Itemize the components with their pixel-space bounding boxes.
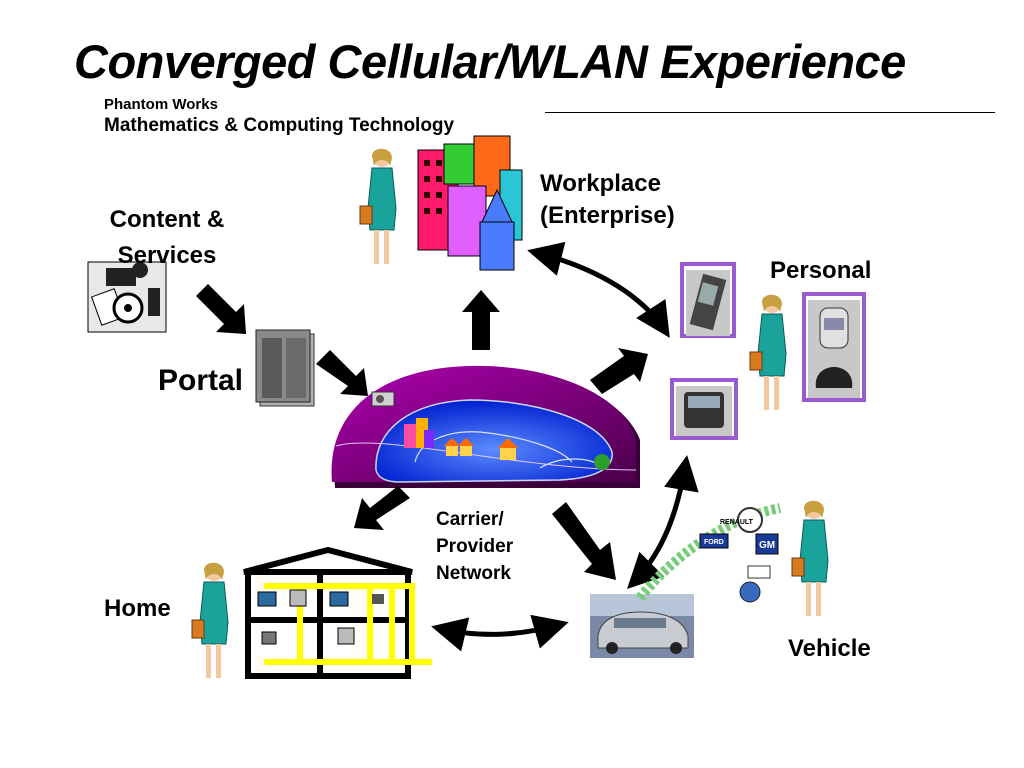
vehicle-brand-logos <box>636 503 781 603</box>
ford-logo: FORD <box>704 539 724 546</box>
title-rule <box>545 112 995 113</box>
curve-workplace-personal <box>527 241 670 338</box>
network-buildings-icon <box>371 391 610 470</box>
vehicle-car-image <box>590 594 694 658</box>
mobile-phone-icon <box>802 292 866 402</box>
carrier-network-label: Carrier/ Provider Network <box>436 509 514 584</box>
arrow-portal-to-network <box>316 350 368 396</box>
curve-home-vehicle <box>431 614 569 652</box>
slide-title: Converged Cellular/WLAN Experience <box>74 35 906 88</box>
person-personal-icon <box>748 292 794 421</box>
ford-logo-badge <box>699 533 729 549</box>
home-building-icon <box>243 546 432 679</box>
portal-label: Portal <box>158 364 244 397</box>
home-label: Home <box>104 595 171 622</box>
gm-logo-badge <box>755 533 779 555</box>
portal-server-icon <box>255 329 315 407</box>
pda-device-icon <box>680 262 736 338</box>
arrow-network-to-home <box>354 486 410 530</box>
arrow-content-to-portal <box>196 284 246 334</box>
media-content-icon <box>87 261 167 333</box>
vehicle-label: Vehicle <box>788 635 871 662</box>
renault-logo: RENAULT <box>720 519 754 526</box>
org-division: Mathematics & Computing Technology <box>104 115 455 136</box>
content-services-label: Content & Services <box>109 206 225 269</box>
arrow-network-to-vehicle <box>552 502 616 580</box>
curve-personal-vehicle <box>627 455 699 589</box>
person-home-icon <box>190 560 236 689</box>
arrow-network-to-personal <box>590 348 648 394</box>
org-name: Phantom Works <box>104 96 218 113</box>
person-workplace-icon <box>358 146 404 275</box>
person-vehicle-icon <box>790 498 836 627</box>
workplace-buildings-icon <box>417 135 523 271</box>
gm-logo: GM <box>759 540 775 551</box>
workplace-label: Workplace (Enterprise) <box>540 170 675 229</box>
carrier-network-dome <box>331 365 640 488</box>
pager-device-icon <box>670 378 738 440</box>
personal-label: Personal <box>770 257 872 284</box>
arrow-network-to-workplace <box>462 290 500 350</box>
